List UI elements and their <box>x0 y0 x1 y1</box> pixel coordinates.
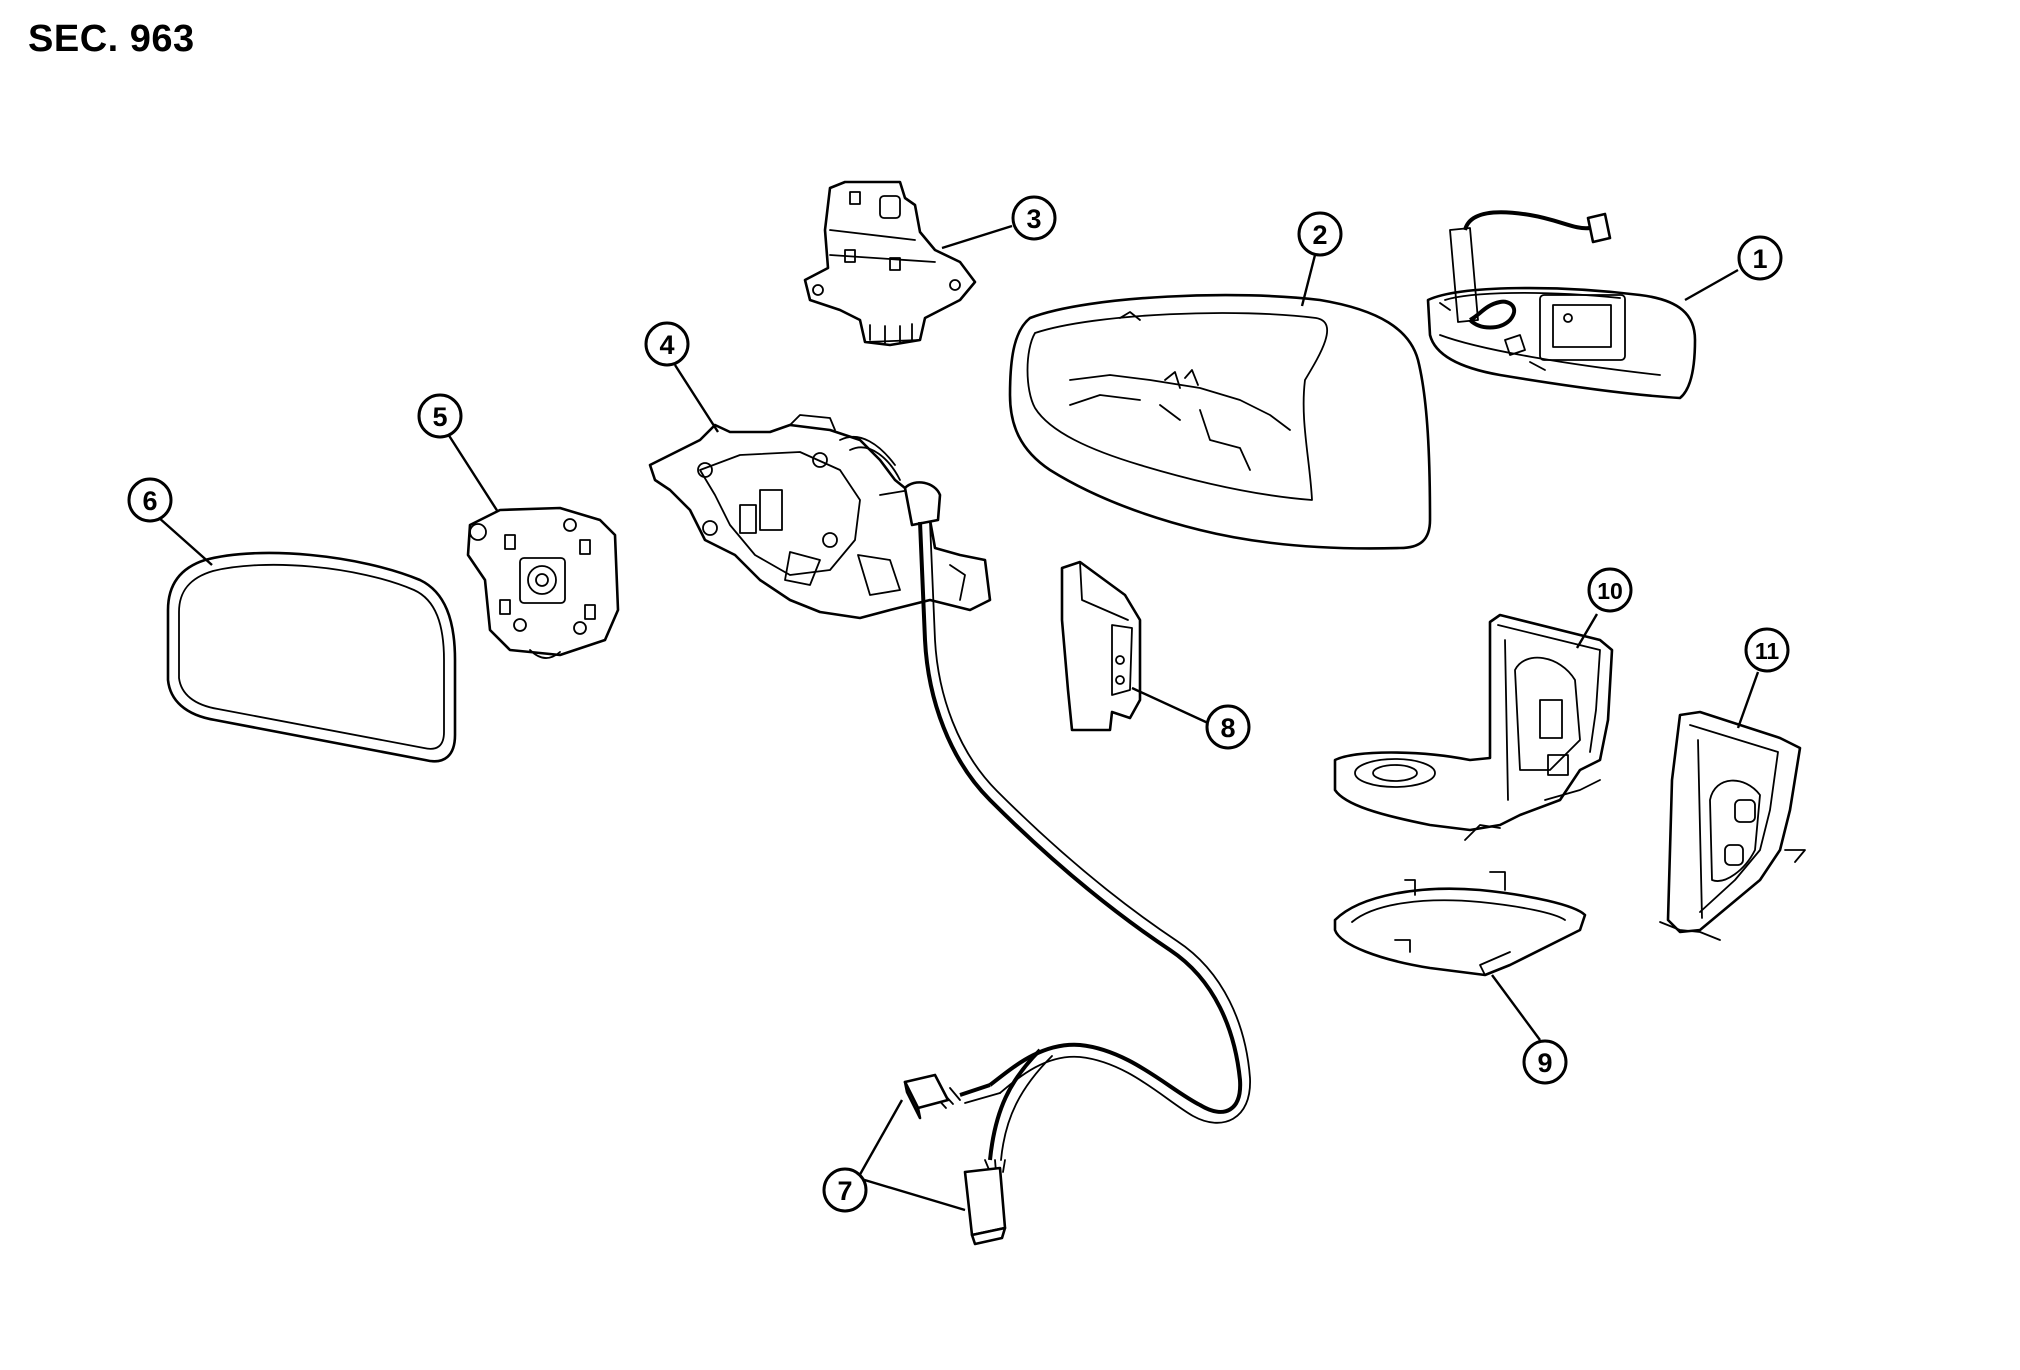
callout-10: 10 <box>1587 567 1633 613</box>
part-folding-motor <box>803 180 977 347</box>
part-base-cover <box>1333 871 1587 977</box>
part-turn-signal-housing <box>1659 710 1806 941</box>
callout-7: 7 <box>822 1167 868 1213</box>
callout-3: 3 <box>1011 195 1057 241</box>
part-mirror-glass <box>166 551 457 763</box>
callout-7-label: 7 <box>837 1176 852 1206</box>
callout-10-label: 10 <box>1597 578 1623 604</box>
callout-8: 8 <box>1205 704 1251 750</box>
callout-1: 1 <box>1737 235 1783 281</box>
part-mirror-frame <box>648 414 992 620</box>
part-turn-signal-lamp <box>1426 210 1697 400</box>
callout-11: 11 <box>1744 627 1790 673</box>
callout-2: 2 <box>1297 211 1343 257</box>
callout-4: 4 <box>644 321 690 367</box>
callout-4-label: 4 <box>659 330 674 360</box>
callout-1-label: 1 <box>1752 244 1767 274</box>
wire-harness <box>918 521 1251 1173</box>
callout-6-label: 6 <box>142 486 157 516</box>
part-mirror-actuator <box>466 506 620 659</box>
callout-11-label: 11 <box>1755 638 1780 664</box>
part-mirror-housing <box>1008 293 1432 550</box>
callout-5: 5 <box>417 393 463 439</box>
callout-3-label: 3 <box>1026 204 1041 234</box>
callout-5-label: 5 <box>432 402 447 432</box>
section-title: SEC. 963 <box>28 18 195 60</box>
callout-2-label: 2 <box>1312 220 1327 250</box>
part-connectors <box>903 1073 1007 1246</box>
part-bracket <box>1060 560 1142 732</box>
callout-9: 9 <box>1522 1039 1568 1085</box>
callout-8-label: 8 <box>1220 713 1235 743</box>
part-mirror-base <box>1333 613 1614 841</box>
callout-leaders <box>157 224 1760 1212</box>
callout-6: 6 <box>127 477 173 523</box>
callout-9-label: 9 <box>1537 1048 1552 1078</box>
